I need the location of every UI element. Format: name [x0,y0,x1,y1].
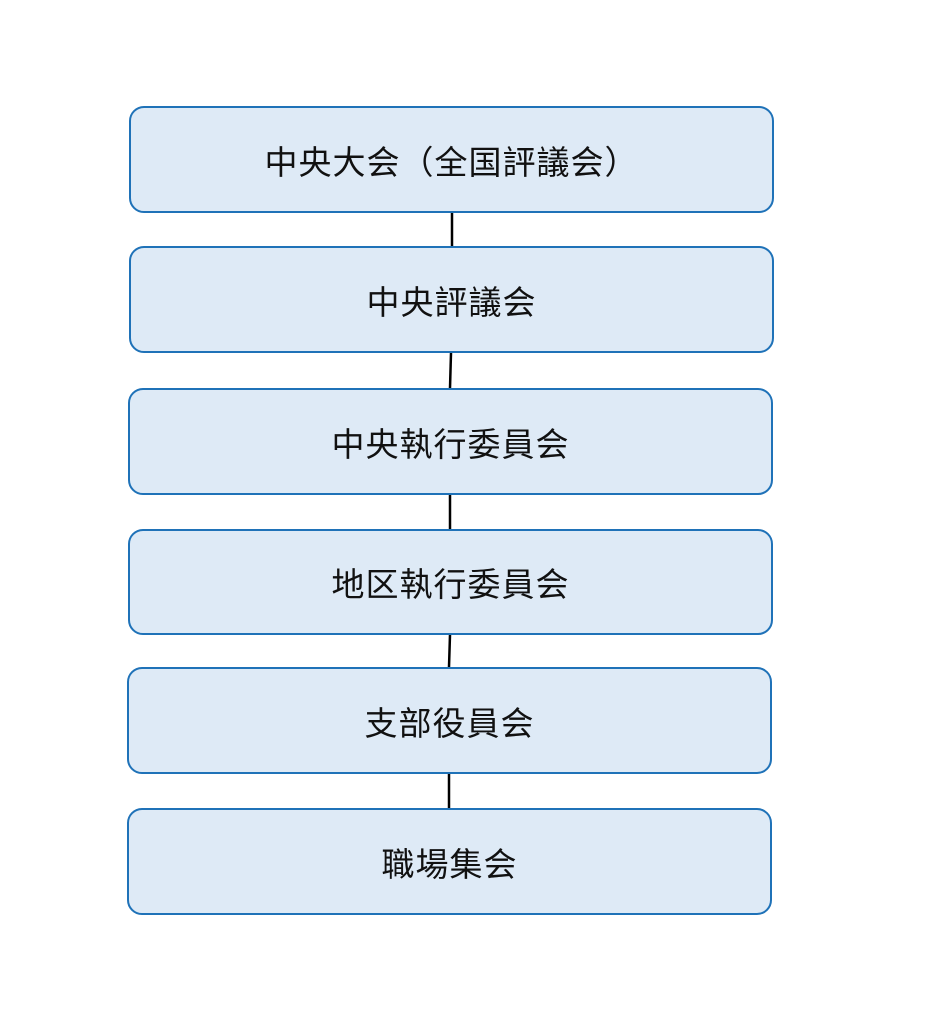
node-label: 職場集会 [381,844,518,884]
node-label: 中央大会（全国評議会） [264,142,639,182]
node-central-convention: 中央大会（全国評議会） [129,106,774,213]
node-workplace-meeting: 職場集会 [127,808,772,915]
node-label: 中央評議会 [366,282,537,322]
node-central-council: 中央評議会 [129,246,774,353]
connector-2-3 [448,352,453,389]
node-branch-officers-meeting: 支部役員会 [127,667,772,774]
node-label: 地区執行委員会 [331,565,570,604]
node-district-executive-committee: 地区執行委員会 [128,529,773,635]
node-central-executive-committee: 中央執行委員会 [128,388,773,495]
node-label: 中央執行委員会 [331,424,570,464]
node-label: 支部役員会 [364,703,535,743]
connector-4-5 [447,634,452,668]
